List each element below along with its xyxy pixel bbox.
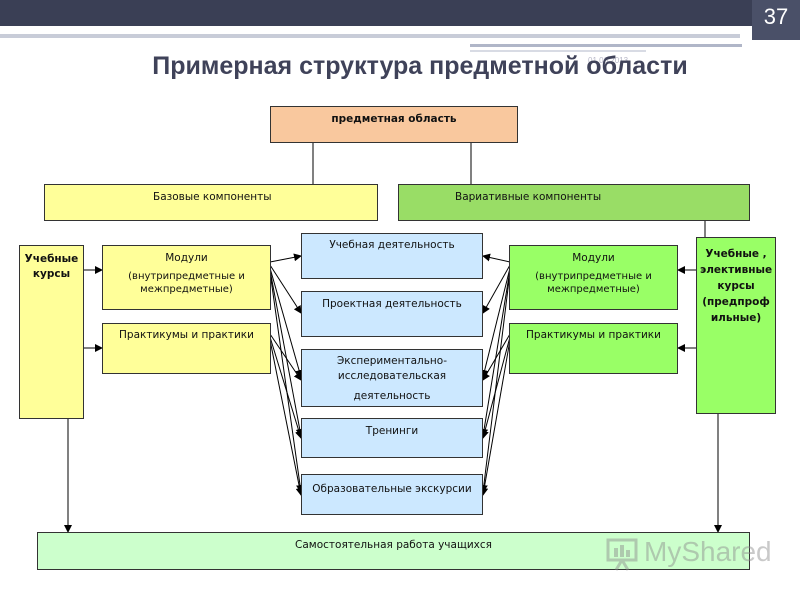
arrow [269, 269, 304, 437]
header-bar [0, 0, 800, 26]
arrow [482, 264, 511, 314]
decor-line [0, 34, 740, 38]
arrow [480, 267, 511, 378]
slide-title: Примерная структура предметной области [152, 52, 688, 80]
arrow [480, 336, 511, 439]
trainings-box: Тренинги [301, 418, 483, 458]
base-components-box: Базовые компоненты [44, 184, 378, 221]
modules-title: Модули [165, 252, 208, 264]
left-modules-box: Модули (внутрипредметные и межпредметные… [102, 245, 271, 310]
arrow [480, 339, 511, 496]
left-courses-box: Учебные курсы [19, 245, 84, 419]
presentation-icon [606, 538, 638, 571]
research-line: Экспериментально- [336, 355, 448, 367]
subject-area-box: предметная область [270, 106, 518, 143]
variative-components-box: Вариативные компоненты [398, 184, 750, 221]
modules-title: Модули [572, 252, 615, 264]
independent-work-box: Самостоятельная работа учащихся [37, 532, 750, 570]
arrow [479, 271, 511, 493]
arrow [269, 333, 302, 381]
research-line: исследовательская [337, 370, 447, 382]
excursions-box: Образовательные экскурсии [301, 474, 483, 515]
research-activity-box: Экспериментально- исследовательская деят… [301, 349, 483, 407]
modules-subtitle: (внутрипредметные и межпредметные) [128, 271, 245, 295]
right-modules-box: Модули (внутрипредметные и межпредметные… [509, 245, 678, 310]
project-activity-box: Проектная деятельность [301, 291, 483, 337]
arrow [269, 339, 304, 496]
arrow [269, 253, 302, 263]
arrow [482, 253, 511, 263]
page-number: 37 [752, 0, 800, 40]
watermark: MyShared [606, 536, 776, 576]
right-courses-box: Учебные , элективные курсы (предпроф иль… [696, 237, 776, 414]
arrow [482, 333, 511, 381]
decor-line [470, 50, 646, 52]
modules-subtitle: (внутрипредметные и межпредметные) [535, 271, 652, 295]
arrow [480, 269, 511, 437]
watermark-text: MyShared [644, 536, 772, 567]
arrow [269, 264, 302, 314]
right-practicums-box: Практикумы и практики [509, 323, 678, 374]
research-line: деятельность [353, 390, 431, 402]
arrow [269, 267, 303, 378]
study-activity-box: Учебная деятельность [301, 233, 483, 279]
left-practicums-box: Практикумы и практики [102, 323, 271, 374]
arrow [269, 271, 304, 493]
arrow [269, 336, 303, 439]
decor-line [470, 44, 742, 47]
slide-date: 01.06.2013 [588, 56, 629, 65]
